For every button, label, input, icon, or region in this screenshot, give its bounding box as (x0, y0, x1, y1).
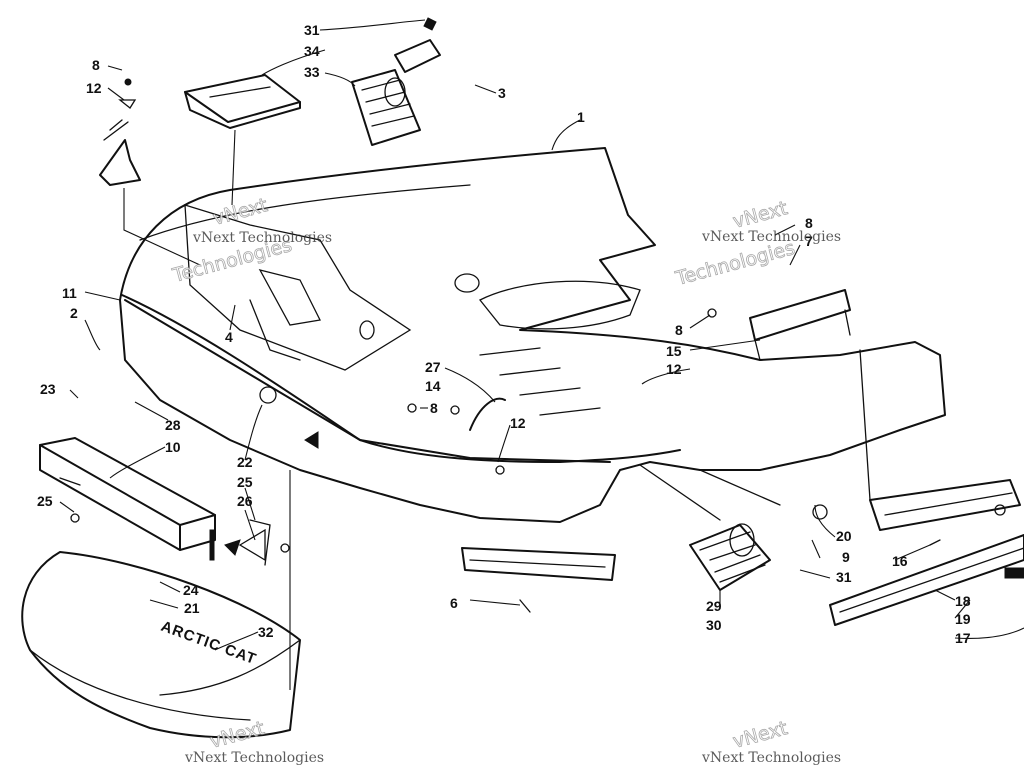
watermark-bottom-right: vNext vNext Technologies (701, 717, 841, 766)
callout-label: 21 (184, 600, 200, 616)
hardware (70, 308, 941, 613)
watermark-brand: vNext Technologies (184, 750, 324, 766)
watermark-bottom-left: vNext vNext Technologies (184, 717, 324, 766)
callout-label: 25 (37, 493, 53, 509)
nose-cone: ARCTIC CAT (21, 551, 301, 739)
rubber-boot (689, 523, 771, 591)
callout-label: 1 (577, 109, 585, 125)
callout-label: 10 (165, 439, 181, 455)
callout-label: 24 (183, 582, 199, 598)
callout-label: 15 (666, 343, 682, 359)
shift-boot (351, 69, 421, 146)
callout-label: 11 (62, 285, 77, 301)
callout-label: 4 (225, 329, 233, 345)
callout-label: 20 (836, 528, 852, 544)
callout-label: 17 (955, 630, 971, 646)
callout-label: 8 (92, 57, 100, 73)
callout-label: 8 (675, 322, 683, 338)
watermark-top-right: vNext Technologies vNext Technologies (672, 197, 841, 291)
callout-label: 28 (165, 417, 181, 433)
rear-rail (829, 534, 1024, 626)
callout-label: 18 (955, 593, 971, 609)
callout-label: 3 (498, 85, 506, 101)
callout-label: 7 (805, 233, 813, 249)
watermark-brand: vNext Technologies (701, 229, 841, 245)
callout-label: 9 (842, 549, 850, 565)
callout-label: 2 (70, 305, 78, 321)
watermark-brand: vNext Technologies (701, 750, 841, 766)
watermark-brand: vNext (208, 717, 267, 753)
mounting-bar (869, 479, 1021, 531)
front-bumper-bar (39, 437, 216, 561)
callout-label: 30 (706, 617, 722, 633)
nose-logo-text: ARCTIC CAT (159, 618, 259, 668)
hinge-bracket (99, 78, 141, 186)
callout-label: 22 (237, 454, 253, 470)
callout-label: 14 (425, 378, 441, 394)
hood-body (119, 147, 946, 523)
callout-label: 33 (304, 64, 320, 80)
callout-label: 31 (836, 569, 852, 585)
callout-label: 26 (237, 493, 253, 509)
watermark-brand: vNext (211, 194, 270, 230)
callout-label: 12 (86, 80, 102, 96)
leader-lines (59, 19, 1024, 690)
latch-bracket (394, 17, 441, 73)
callout-labels: 1 2 3 4 6 8 12 8 7 8 15 12 8 27 14 12 9 … (37, 22, 971, 646)
watermark-brand: vNext (731, 197, 790, 233)
vent-cover (184, 74, 301, 129)
callout-label: 8 (430, 400, 438, 416)
callout-label: 8 (805, 215, 813, 231)
callout-label: 32 (258, 624, 274, 640)
watermark-brand: vNext Technologies (192, 230, 332, 246)
callout-label: 29 (706, 598, 722, 614)
callout-label: 16 (892, 553, 908, 569)
callout-label: 31 (304, 22, 320, 38)
callout-label: 34 (304, 43, 320, 59)
callout-label: 12 (510, 415, 526, 431)
callout-label: 6 (450, 595, 458, 611)
callout-label: 23 (40, 381, 56, 397)
callout-label: 12 (666, 361, 682, 377)
callout-label: 25 (237, 474, 253, 490)
watermark-brand: vNext (731, 717, 790, 753)
callout-label: 19 (955, 611, 971, 627)
callout-label: 27 (425, 359, 441, 375)
windshield-trim (461, 547, 616, 581)
